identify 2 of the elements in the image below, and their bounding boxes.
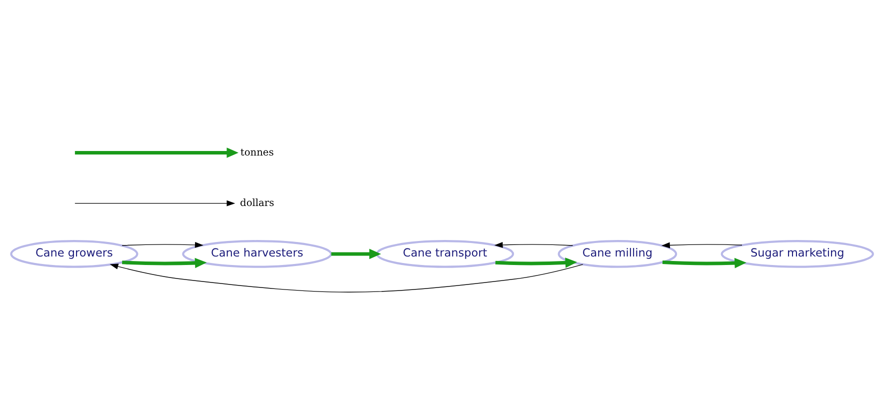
legend-label: dollars (240, 197, 274, 208)
legend-label: tonnes (240, 146, 274, 158)
